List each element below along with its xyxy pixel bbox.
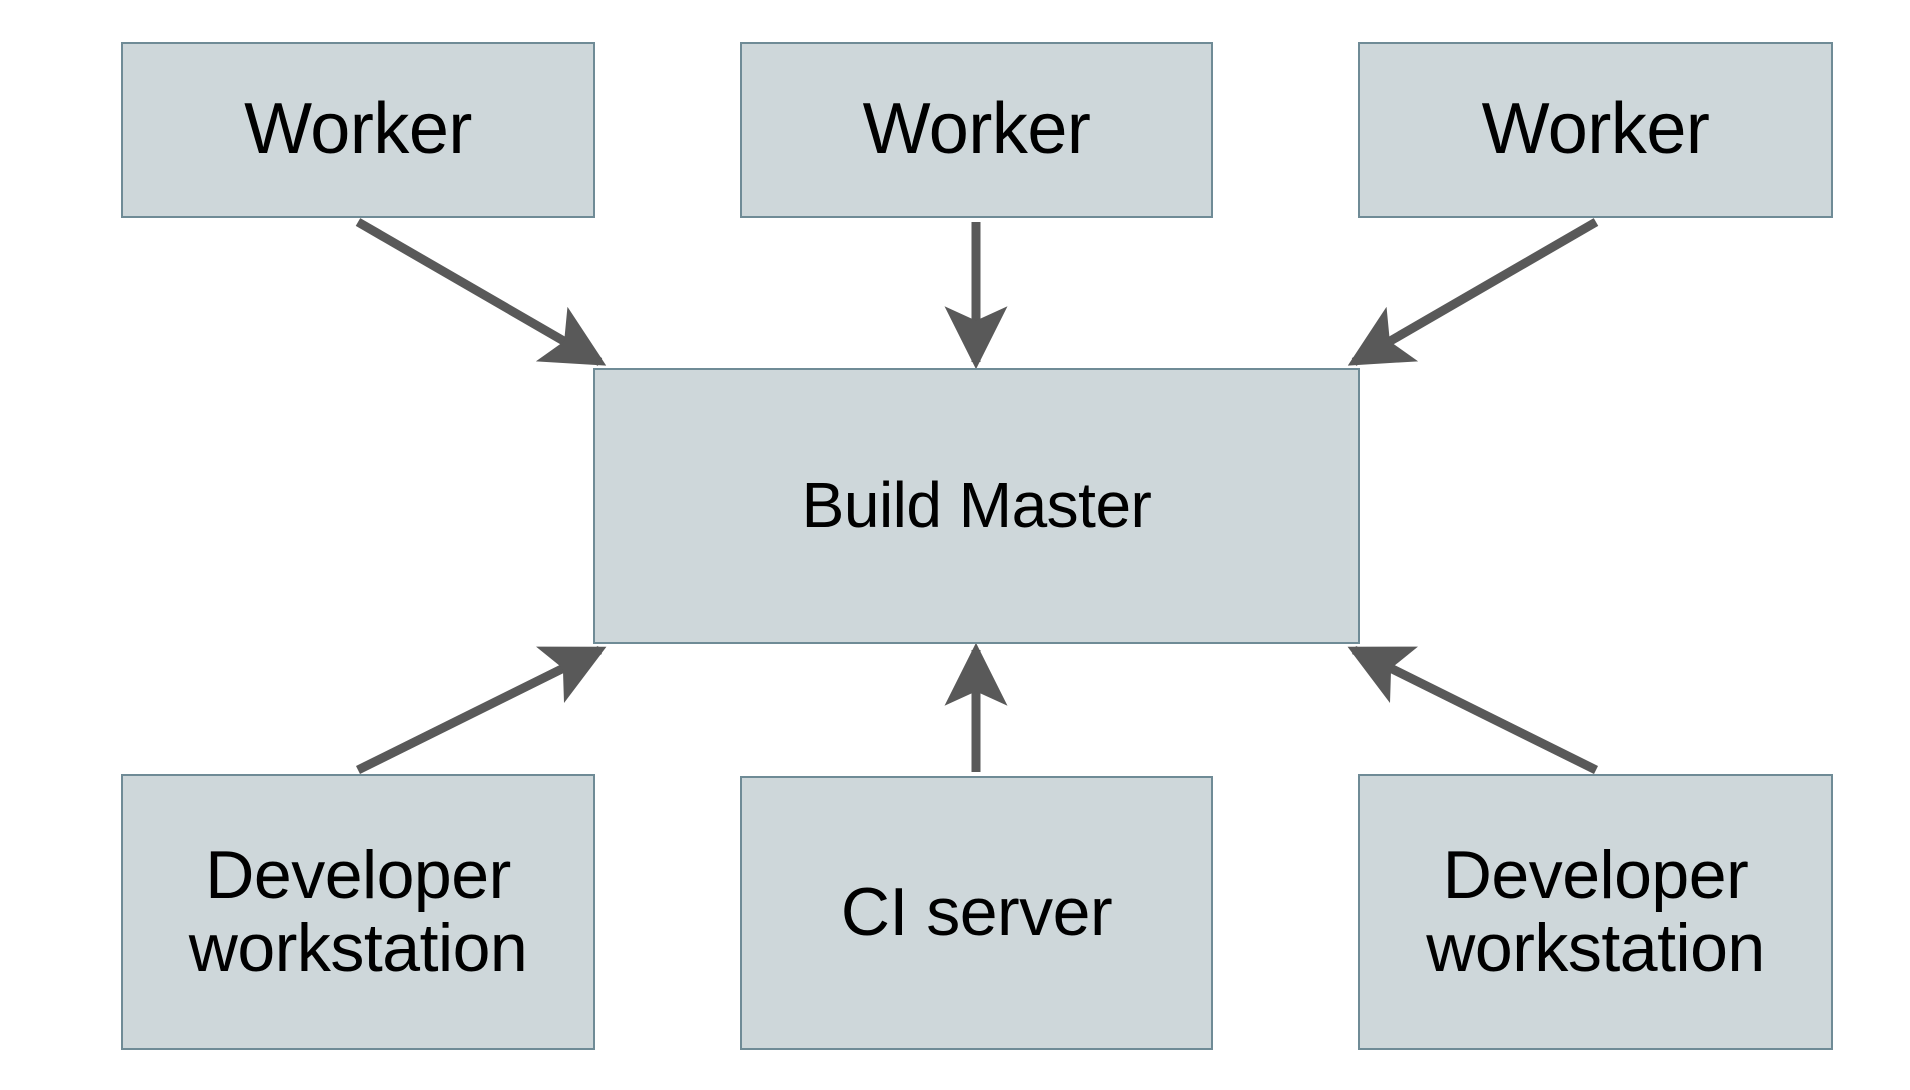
node-build-master[interactable]: Build Master: [593, 368, 1360, 644]
edge-worker-3-to-build-master: [1347, 218, 1599, 366]
node-ci-server[interactable]: CI server: [740, 776, 1213, 1050]
node-developer-workstation-left[interactable]: Developer workstation: [121, 774, 595, 1050]
edge-worker-1-to-build-master: [355, 218, 607, 366]
node-worker-2[interactable]: Worker: [740, 42, 1213, 218]
edge-dev-left-to-build-master: [356, 645, 607, 775]
node-worker-3[interactable]: Worker: [1358, 42, 1833, 218]
node-worker-1[interactable]: Worker: [121, 42, 595, 218]
edge-dev-right-to-build-master: [1347, 645, 1598, 775]
node-developer-workstation-right[interactable]: Developer workstation: [1358, 774, 1833, 1050]
